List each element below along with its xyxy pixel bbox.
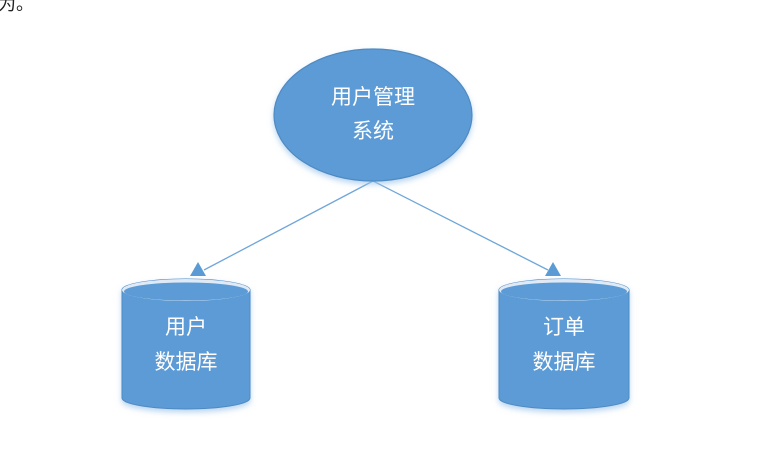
user-db-cylinder-top-fill bbox=[124, 282, 248, 301]
system-ellipse bbox=[273, 48, 473, 182]
arrowhead-user-db bbox=[190, 262, 206, 276]
user-db-label-line2: 数据库 bbox=[155, 350, 218, 374]
edge-system-to-user-db bbox=[203, 180, 374, 271]
order-db-label-line1: 订单 bbox=[543, 315, 585, 339]
order-db-cylinder-top-fill bbox=[501, 282, 627, 301]
arrowhead-order-db bbox=[545, 262, 561, 276]
order-db-node[interactable] bbox=[498, 278, 630, 410]
system-label-line2: 系统 bbox=[352, 119, 394, 143]
order-db-label-line2: 数据库 bbox=[533, 350, 596, 374]
cropped-caption-text: 为。 bbox=[0, 0, 34, 15]
system-node[interactable]: 用户管理 系统 bbox=[273, 48, 473, 182]
user-db-label-line1: 用户 bbox=[165, 315, 207, 339]
edge-system-to-order-db bbox=[372, 180, 549, 271]
user-db-node[interactable] bbox=[121, 278, 251, 410]
system-label-line1: 用户管理 bbox=[331, 85, 415, 109]
